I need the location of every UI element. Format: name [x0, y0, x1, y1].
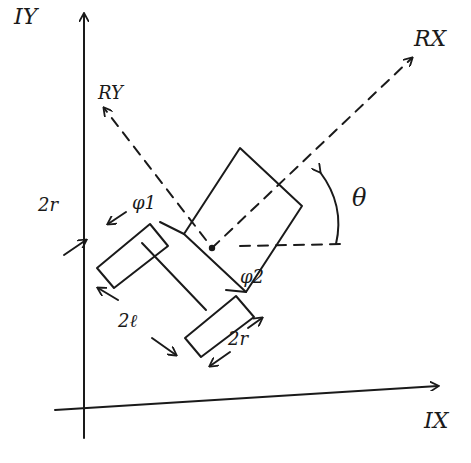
axis-label: RX [414, 28, 446, 50]
robot-y-axis [104, 108, 206, 240]
dimension-label: 2ℓ [118, 312, 137, 330]
right-wheel [185, 296, 254, 357]
dimension-label: 2r [38, 196, 58, 214]
chassis-link [160, 222, 184, 234]
dimension-arrow [152, 338, 176, 355]
dimension-arrow [210, 352, 230, 366]
dimension-arrow [64, 240, 86, 255]
left-wheel [97, 224, 168, 288]
dimension-arrow [108, 212, 126, 224]
theta-arc [320, 172, 338, 244]
x-axis [55, 386, 438, 410]
angle-label: θ [352, 186, 366, 210]
chassis-link [226, 290, 246, 292]
axle-line [142, 243, 206, 310]
axis-label: IY [14, 6, 37, 28]
wheel-speed-label: φ1 [132, 194, 156, 212]
robot-body [184, 148, 302, 292]
dimension-label: 2r [228, 330, 248, 348]
dimension-arrow [98, 288, 118, 300]
axis-label: RY [98, 84, 123, 102]
robot-x-axis [212, 58, 412, 248]
wheel-speed-label: φ2 [240, 268, 264, 286]
dimension-arrow [248, 318, 262, 328]
axis-label: IX [424, 410, 448, 432]
y-axis [83, 14, 85, 438]
reference-line [240, 244, 345, 246]
